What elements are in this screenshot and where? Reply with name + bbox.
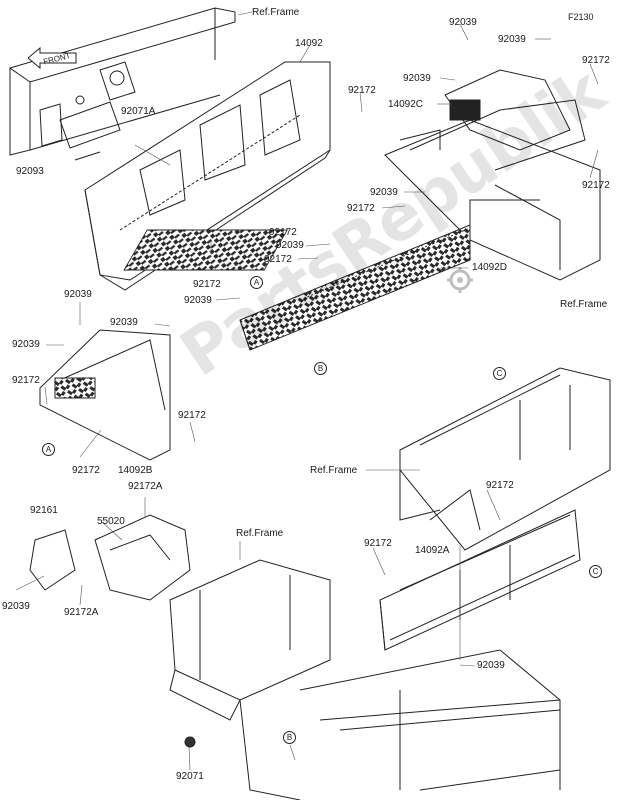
- gear-icon: [447, 267, 473, 293]
- rear-panel-14092a: [379, 509, 581, 651]
- part-callout-92172a: 92172A: [64, 607, 99, 618]
- front-arrow-icon: FRONT: [27, 46, 78, 70]
- marker-a: A: [42, 443, 55, 456]
- floor-mats-14092d: [239, 224, 471, 351]
- part-callout-92039: 92039: [403, 73, 431, 84]
- part-callout-92039: 92039: [276, 240, 304, 251]
- leader-lines: [15, 11, 599, 771]
- marker-b: B: [283, 731, 296, 744]
- marker-c: C: [589, 565, 602, 578]
- part-callout-92039: 92039: [449, 17, 477, 28]
- part-callout-92039: 92039: [12, 339, 40, 350]
- diagram-code: F2130: [568, 12, 594, 22]
- part-callout-92039: 92039: [498, 34, 526, 45]
- part-callout-14092a: 14092A: [415, 545, 450, 556]
- part-callout-14092b: 14092B: [118, 465, 153, 476]
- part-callout-14092: 14092: [295, 38, 323, 49]
- part-callout-92039: 92039: [184, 295, 212, 306]
- cover-55020: [94, 514, 191, 601]
- part-callout-92172: 92172: [486, 480, 514, 491]
- part-callout-92172: 92172: [193, 279, 221, 290]
- part-callout-92039: 92039: [2, 601, 30, 612]
- part-callout-92172a: 92172A: [128, 481, 163, 492]
- part-callout-55020: 55020: [97, 516, 125, 527]
- part-callout-92161: 92161: [30, 505, 58, 516]
- part-callout-92039: 92039: [64, 289, 92, 300]
- part-callout-92172: 92172: [12, 375, 40, 386]
- ref-frame-label: Ref.Frame: [310, 465, 358, 476]
- part-callout-92039: 92039: [477, 660, 505, 671]
- part-callout-92071: 92071: [176, 771, 204, 782]
- ref-frame-label: Ref.Frame: [560, 299, 608, 310]
- part-callout-92172: 92172: [269, 227, 297, 238]
- part-callout-92172: 92172: [348, 85, 376, 96]
- part-callout-92172: 92172: [582, 180, 610, 191]
- part-callout-92172: 92172: [264, 254, 292, 265]
- part-callout-92172: 92172: [72, 465, 100, 476]
- front-panel-14092: [84, 61, 331, 291]
- part-callout-92093: 92093: [16, 166, 44, 177]
- part-callout-14092d: 14092D: [472, 262, 508, 273]
- part-callout-14092c: 14092C: [388, 99, 424, 110]
- front-guard-frame: [8, 7, 236, 161]
- cargo-rack: [399, 367, 611, 551]
- marker-a: A: [250, 276, 263, 289]
- ref-frame-label: Ref.Frame: [252, 7, 300, 18]
- ref-frame-label: Ref.Frame: [236, 528, 284, 539]
- part-callout-92172: 92172: [582, 55, 610, 66]
- part-callout-92172: 92172: [347, 203, 375, 214]
- marker-c: C: [493, 367, 506, 380]
- marker-b: B: [314, 362, 327, 375]
- cover-92161: [29, 529, 76, 591]
- part-callout-92172: 92172: [364, 538, 392, 549]
- part-callout-92039: 92039: [110, 317, 138, 328]
- main-frame-lower: [169, 559, 561, 800]
- part-callout-92039: 92039: [370, 187, 398, 198]
- part-callout-92071a: 92071A: [121, 106, 156, 117]
- side-panel-14092b: [39, 329, 171, 461]
- part-callout-92172: 92172: [178, 410, 206, 421]
